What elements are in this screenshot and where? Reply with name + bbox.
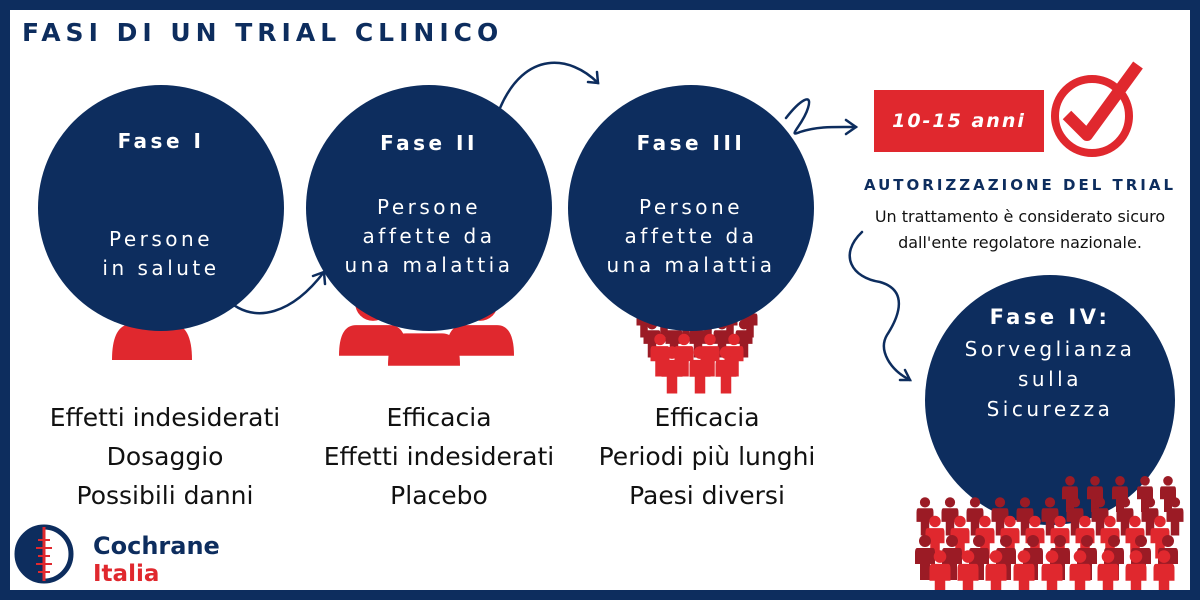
list-item: Efficacia (386, 403, 492, 432)
arrow-phase3-to-authorization (784, 98, 858, 135)
phase-3-circle: Fase III Persone affette da una malattia (568, 85, 814, 331)
list-item: Placebo (390, 481, 488, 510)
list-item: Effetti indesiderati (49, 403, 281, 432)
phase-3-title: Fase III (636, 131, 746, 155)
phase-2-circle: Fase II Persone affette da una malattia (306, 85, 552, 331)
logo-name: Cochrane (93, 532, 220, 560)
arrow-phase3-to-authorization-head (844, 118, 859, 136)
authorization-title: AUTORIZZAZIONE DEL TRIAL (863, 176, 1177, 194)
logo-country: Italia (93, 561, 160, 587)
large-crowd-people (915, 476, 1184, 590)
phase-2-title: Fase II (380, 131, 478, 155)
phase-1-circle: Fase I Persone in salute (38, 85, 284, 331)
duration-badge: 10-15 anni (874, 90, 1044, 152)
arrow-phase2-to-phase3 (498, 61, 600, 110)
cochrane-logo-icon (14, 524, 74, 584)
arrow-phase2-to-phase3-head (586, 70, 600, 85)
page-title: FASI DI UN TRIAL CLINICO (22, 18, 504, 47)
list-item: Dosaggio (106, 442, 224, 471)
phase-4-circle: Fase IV: Sorveglianza sulla Sicurezza (925, 275, 1175, 525)
list-item: Possibili danni (76, 481, 254, 510)
phase-4-title: Fase IV: (989, 305, 1111, 329)
arrow-authorization-to-phase4-head (898, 368, 913, 382)
phase-3-list: Efficacia Periodi più lunghi Paesi diver… (567, 398, 847, 515)
phase-2-subtitle: Persone affette da una malattia (344, 195, 514, 277)
list-item: Efficacia (654, 403, 760, 432)
checkmark-circle-icon (1051, 61, 1143, 157)
list-item: Paesi diversi (629, 481, 785, 510)
arrow-authorization-to-phase4 (848, 230, 912, 382)
phase-1-list: Effetti indesiderati Dosaggio Possibili … (25, 398, 305, 515)
list-item: Effetti indesiderati (323, 442, 555, 471)
authorization-text: Un trattamento è considerato sicuro dall… (874, 207, 1166, 252)
list-item: Periodi più lunghi (598, 442, 816, 471)
phase-1-subtitle: Persone in salute (102, 227, 220, 280)
phase-4-subtitle: Sorveglianza sulla Sicurezza (964, 337, 1136, 421)
phase-3-subtitle: Persone affette da una malattia (606, 195, 776, 277)
phase-2-list: Efficacia Effetti indesiderati Placebo (299, 398, 579, 515)
phase-1-title: Fase I (117, 129, 205, 153)
diagram-art (14, 61, 1143, 584)
